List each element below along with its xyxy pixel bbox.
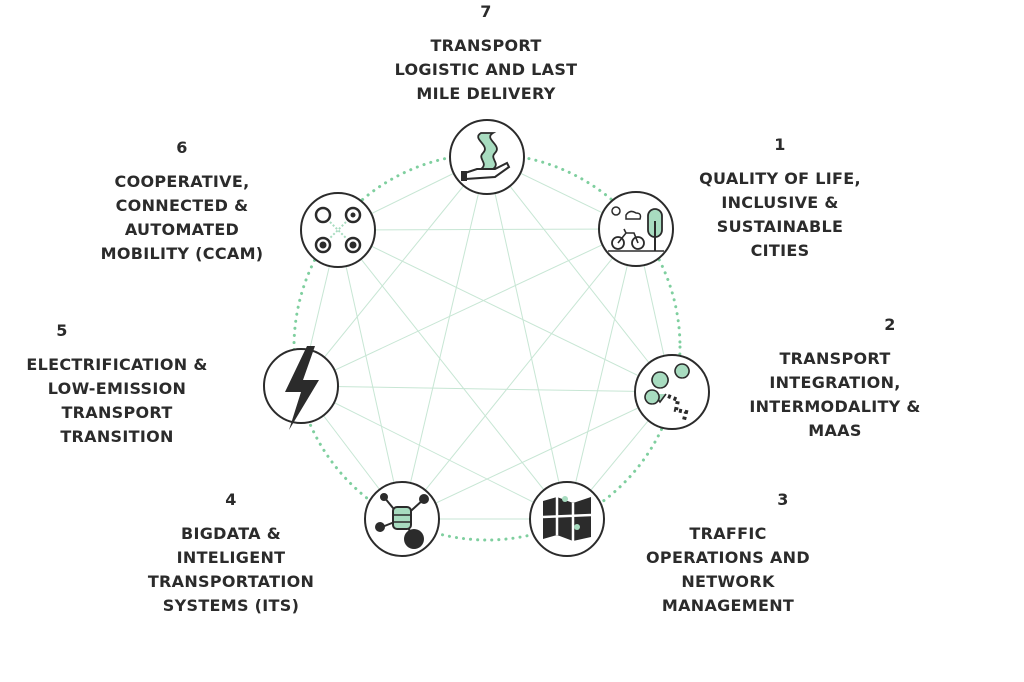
label-line: LOGISTIC AND LAST	[394, 60, 578, 79]
edge-7-2	[486, 156, 673, 393]
label-line: TRANSITION	[60, 427, 174, 446]
label-line: MILE DELIVERY	[416, 84, 556, 103]
label-line: ELECTRIFICATION &	[26, 355, 208, 374]
label-line: COOPERATIVE,	[114, 172, 250, 191]
label-line: INTEGRATION,	[769, 373, 901, 392]
edge-3-5	[300, 385, 568, 520]
road-hand-icon	[461, 132, 511, 181]
label-line: INTELIGENT	[176, 548, 286, 567]
node-2	[634, 354, 710, 430]
label-line: QUALITY OF LIFE,	[699, 169, 861, 188]
label-line: OPERATIONS AND	[646, 548, 810, 567]
label-line: MOBILITY (CCAM)	[100, 244, 264, 263]
edge-3-6	[337, 229, 568, 520]
database-network-icon	[375, 493, 429, 549]
node-number: 4	[225, 490, 237, 509]
label-3: 3 TRAFFIC OPERATIONS AND NETWORK MANAGEM…	[618, 488, 838, 618]
node-circle	[300, 192, 376, 268]
label-line: TRANSPORT	[61, 403, 173, 422]
label-1: 1 QUALITY OF LIFE, INCLUSIVE & SUSTAINAB…	[675, 133, 885, 263]
label-line: AUTOMATED	[124, 220, 240, 239]
node-3	[529, 481, 605, 557]
node-6	[300, 192, 376, 268]
edge-1-3	[566, 228, 637, 520]
node-5	[263, 346, 339, 430]
edge-4-6	[337, 229, 403, 520]
label-line: NETWORK	[681, 572, 775, 591]
edge-7-3	[486, 156, 568, 520]
label-line: TRAFFIC	[689, 524, 767, 543]
label-line: TRANSPORT	[430, 36, 542, 55]
lightning-bolt-icon	[285, 346, 319, 430]
edge-2-6	[337, 229, 673, 393]
edge-2-4	[401, 391, 673, 520]
label-line: CONNECTED &	[115, 196, 249, 215]
label-line: TRANSPORTATION	[147, 572, 315, 591]
edge-2-5	[300, 385, 673, 393]
map-pins-route-icon	[644, 363, 690, 421]
node-7	[449, 119, 525, 195]
label-line: MANAGEMENT	[661, 596, 795, 615]
label-line: TRANSPORT	[779, 349, 891, 368]
edge-1-5	[300, 228, 637, 387]
node-number: 6	[176, 138, 188, 157]
node-1	[598, 191, 674, 267]
node-number: 1	[774, 135, 786, 154]
label-line: INCLUSIVE &	[721, 193, 839, 212]
label-line: SUSTAINABLE	[716, 217, 844, 236]
label-line: INTERMODALITY &	[749, 397, 921, 416]
node-number: 7	[480, 2, 492, 21]
label-line: BIGDATA &	[181, 524, 281, 543]
folded-map-icon	[542, 496, 592, 541]
node-number: 3	[777, 490, 789, 509]
label-7: 7 TRANSPORT LOGISTIC AND LAST MILE DELIV…	[371, 0, 601, 106]
label-line: SYSTEMS (ITS)	[162, 596, 300, 615]
label-4: 4 BIGDATA & INTELIGENT TRANSPORTATION SY…	[126, 488, 336, 618]
sustainable-city-icon	[608, 206, 664, 252]
edge-1-4	[401, 228, 637, 520]
edge-7-4	[401, 156, 488, 520]
node-icons	[263, 119, 710, 557]
edge-1-6	[337, 228, 637, 231]
node-4	[364, 481, 440, 557]
node-number: 5	[56, 321, 68, 340]
node-number: 2	[884, 315, 896, 334]
connected-circles-icon	[314, 206, 362, 254]
label-line: MAAS	[808, 421, 862, 440]
edge-7-5	[300, 156, 488, 387]
label-5: 5 ELECTRIFICATION & LOW-EMISSION TRANSPO…	[12, 319, 222, 449]
label-line: LOW-EMISSION	[47, 379, 187, 398]
label-6: 6 COOPERATIVE, CONNECTED & AUTOMATED MOB…	[82, 136, 282, 266]
label-2: 2 TRANSPORT INTEGRATION, INTERMODALITY &…	[730, 313, 940, 443]
label-line: CITIES	[750, 241, 810, 260]
node-circle	[634, 354, 710, 430]
